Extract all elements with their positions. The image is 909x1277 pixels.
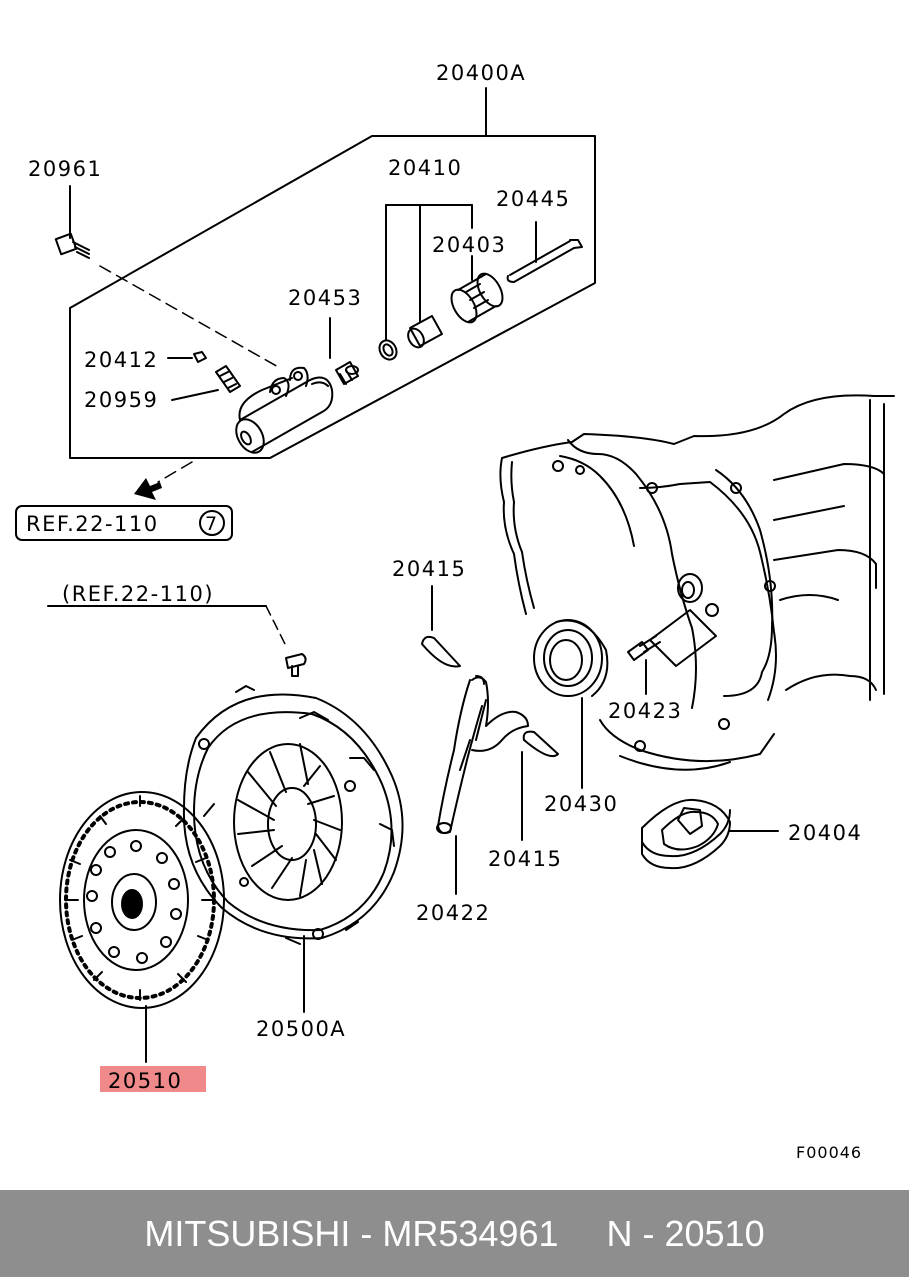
cap-20412: [167, 351, 207, 363]
label-20400A: 20400A: [436, 61, 526, 85]
footer-bar: MITSUBISHI - MR534961 N - 20510: [0, 1190, 909, 1277]
label-20410: 20410: [388, 156, 462, 180]
bolt-20961: [54, 185, 281, 369]
footer-brand-part: MITSUBISHI - MR534961: [144, 1212, 559, 1254]
ref-leader-bracket: [47, 605, 307, 677]
label-20445: 20445: [496, 187, 570, 211]
push-rod-20445: [506, 221, 583, 283]
label-20453: 20453: [288, 286, 362, 310]
seal-ring: [378, 339, 398, 361]
boot-20404: [641, 798, 779, 870]
label-20430: 20430: [544, 792, 618, 816]
clutch-cover-20500A: [182, 685, 404, 1013]
label-20959: 20959: [84, 388, 158, 412]
ref-label-boxed: REF.22-110: [26, 512, 159, 536]
release-bearing-20430: [533, 619, 609, 789]
ref-label-paren: (REF.22-110): [62, 582, 214, 606]
bleeder-20453: [329, 317, 359, 385]
clutch-disc-20510: [59, 791, 225, 1063]
label-20422: 20422: [416, 901, 490, 925]
label-20415-top: 20415: [392, 557, 466, 581]
label-20412: 20412: [84, 348, 158, 372]
ref-arrow: [134, 461, 193, 500]
label-20415-bottom: 20415: [488, 847, 562, 871]
ref-circle: [199, 510, 225, 536]
slave-cylinder-group-frame: [69, 87, 596, 459]
boot-20403: [450, 272, 504, 324]
label-20510: 20510: [108, 1069, 182, 1093]
label-20423: 20423: [608, 699, 682, 723]
label-20404: 20404: [788, 821, 862, 845]
label-20403: 20403: [432, 233, 506, 257]
screw-20959: [171, 365, 241, 401]
clip-20415-bottom: [521, 730, 559, 841]
slave-cylinder-body: [235, 366, 334, 454]
parts-diagram: 20400A 20961 20410 20445 20403 20453 204…: [15, 61, 895, 1162]
transmission-housing: [499, 394, 895, 771]
bolt-20423: [627, 635, 661, 695]
label-20961: 20961: [28, 157, 102, 181]
footer-ref: N - 20510: [606, 1212, 765, 1254]
figure-code: F00046: [796, 1143, 862, 1162]
release-fork-20422: [436, 675, 529, 895]
bracket-20410: [385, 204, 473, 341]
clip-20415-top: [421, 585, 461, 668]
ref-circle-number: 7: [205, 513, 217, 535]
part-highlight: [100, 1066, 206, 1092]
label-20500A: 20500A: [256, 1017, 346, 1041]
piston: [407, 315, 443, 349]
ref-box: [15, 505, 233, 541]
